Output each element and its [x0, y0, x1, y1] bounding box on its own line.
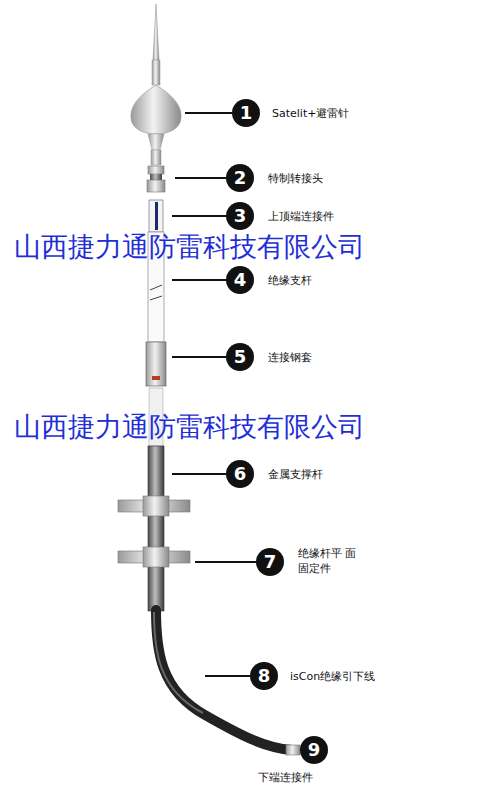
- part-name: 下端连接件: [258, 770, 418, 785]
- callout-number: 3: [226, 202, 254, 230]
- part-name: 绝缘杆平 面固定件: [298, 546, 360, 576]
- callout-number: 9: [300, 736, 328, 764]
- part-name: 特制转接头: [268, 171, 428, 186]
- callout: 2特制转接头: [226, 164, 254, 192]
- callout: 4绝缘支杆: [226, 266, 254, 294]
- callout-number: 8: [250, 662, 278, 690]
- callout-number: 2: [226, 164, 254, 192]
- part-name: isCon绝缘引下线: [290, 669, 450, 684]
- part-name: 金属支撑杆: [268, 467, 428, 482]
- callout: 1Satelit+避雷针: [232, 99, 260, 127]
- callout: 9下端连接件: [300, 736, 328, 764]
- callout-number: 7: [256, 548, 284, 576]
- callout-number: 4: [226, 266, 254, 294]
- callout: 6金属支撑杆: [226, 460, 254, 488]
- callout-number: 6: [226, 460, 254, 488]
- part-name: 绝缘支杆: [268, 273, 428, 288]
- watermark: 山西捷力通防雷科技有限公司: [14, 411, 365, 443]
- callout: 5连接钢套: [226, 343, 254, 371]
- callout: 7绝缘杆平 面固定件: [256, 548, 284, 576]
- callout: 3上顶端连接件: [226, 202, 254, 230]
- callout: 8isCon绝缘引下线: [250, 662, 278, 690]
- callout-number: 1: [232, 99, 260, 127]
- watermark: 山西捷力通防雷科技有限公司: [14, 231, 365, 263]
- callout-number: 5: [226, 343, 254, 371]
- part-name: Satelit+避雷针: [272, 106, 432, 121]
- part-name: 连接钢套: [268, 350, 428, 365]
- part-name: 上顶端连接件: [268, 209, 428, 224]
